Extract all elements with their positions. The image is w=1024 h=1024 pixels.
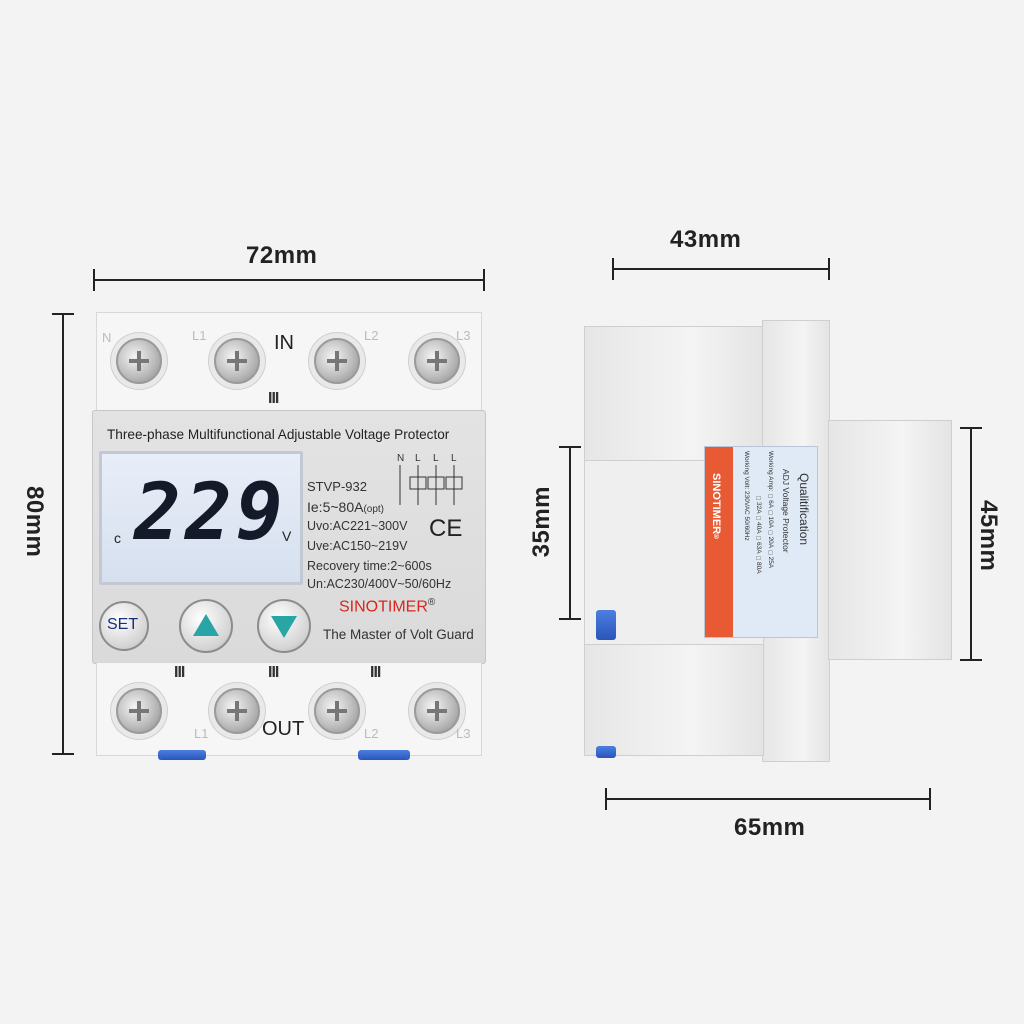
dimension-tick xyxy=(559,446,581,448)
dimension-tick xyxy=(960,427,982,429)
dimension-side-left: 35mm xyxy=(528,486,555,558)
terminal-screw-icon xyxy=(116,338,162,384)
front-panel: Three-phase Multifunctional Adjustable V… xyxy=(92,410,486,664)
wiring-schematic-icon xyxy=(399,465,463,505)
terminal-label: N xyxy=(102,330,112,345)
terminal-label: L1 xyxy=(194,726,209,741)
side-body-upper xyxy=(584,326,764,463)
dimension-tick xyxy=(828,258,830,280)
dimension-tick xyxy=(605,788,607,810)
dimension-tick xyxy=(559,618,581,620)
spec-current-range: Ie:5~80A xyxy=(307,499,364,515)
label-brand: SINOTIMER® xyxy=(710,473,722,541)
terminal-screw-icon xyxy=(214,338,260,384)
arrow-down-icon xyxy=(271,616,297,638)
din-clip xyxy=(158,750,206,760)
vent-slots: III xyxy=(370,664,381,681)
dimension-tick xyxy=(929,788,931,810)
dimension-tick xyxy=(612,258,614,280)
terminal-screw-icon xyxy=(214,688,260,734)
terminal-screw-icon xyxy=(116,688,162,734)
dimension-line-side-bottom xyxy=(606,798,930,800)
spec-uve: Uve:AC150~219V xyxy=(307,539,408,553)
ce-mark: CE xyxy=(429,515,463,542)
terminal-label: L1 xyxy=(192,328,207,343)
label-brand-name: SINOTIMER xyxy=(710,473,722,535)
set-button-label: SET xyxy=(107,616,139,633)
lcd-unit-right: V xyxy=(282,528,292,544)
dimension-tick xyxy=(93,269,95,291)
terminal-screw-icon xyxy=(314,338,360,384)
terminal-label: L2 xyxy=(364,328,379,343)
terminal-screw-icon xyxy=(414,688,460,734)
label-brand-mark: ® xyxy=(713,534,720,542)
label-subheading: ADJ Voltage Protector xyxy=(781,469,791,553)
label-volt-row: Working Volt: 230VAC 50/60Hz xyxy=(743,451,750,541)
vent-slots: III xyxy=(268,664,279,681)
label-heading: Qualitification xyxy=(797,473,811,546)
side-body-front xyxy=(828,420,952,660)
label-amp-label: Working Amp: xyxy=(767,451,774,492)
label-amp-row-2: □32A □40A □63A □80A xyxy=(755,495,762,574)
front-device: N L1 L2 L3 IN III Three-phase Multifunct… xyxy=(92,312,486,760)
brand-slogan: The Master of Volt Guard xyxy=(323,627,474,642)
side-body-lower xyxy=(584,644,764,756)
up-button[interactable] xyxy=(179,599,233,653)
dimension-line-front-height xyxy=(62,314,64,754)
spec-uvo: Uvo:AC221~300V xyxy=(307,519,408,533)
terminal-screw-icon xyxy=(414,338,460,384)
lcd-display: c 229 V xyxy=(99,451,303,585)
dimension-line-side-top xyxy=(613,268,829,270)
vent-slots: III xyxy=(268,390,279,407)
qualification-label: SINOTIMER® Qualitification ADJ Voltage P… xyxy=(704,446,818,638)
dimension-side-right: 45mm xyxy=(975,500,1002,572)
set-button[interactable]: SET xyxy=(99,601,149,651)
side-device: SINOTIMER® Qualitification ADJ Voltage P… xyxy=(584,320,954,762)
lcd-unit-left: c xyxy=(114,530,121,546)
dimension-side-bottom: 65mm xyxy=(734,814,806,841)
lcd-voltage-value: 229 xyxy=(134,468,287,558)
dimension-tick xyxy=(960,659,982,661)
wiring-label: N xyxy=(397,453,405,464)
spec-recovery: Recovery time:2~600s xyxy=(307,559,432,573)
dimension-tick xyxy=(483,269,485,291)
spec-current-opt: (opt) xyxy=(363,504,384,515)
terminal-caption-out: OUT xyxy=(262,718,305,740)
spec-model: STVP-932 xyxy=(307,479,367,494)
dimension-line-front-width xyxy=(94,279,484,281)
wiring-label: L xyxy=(433,453,439,464)
dimension-tick xyxy=(52,753,74,755)
dimension-line-side-right xyxy=(970,428,972,660)
vent-slots: III xyxy=(174,664,185,681)
arrow-up-icon xyxy=(193,614,219,636)
terminal-label: L2 xyxy=(364,726,379,741)
terminal-screw-icon xyxy=(314,688,360,734)
wiring-diagram: N L L L xyxy=(397,453,469,507)
label-volt-label: Working Volt: xyxy=(743,451,750,490)
dimension-tick xyxy=(52,313,74,315)
brand-logo: SINOTIMER® xyxy=(339,597,435,616)
wiring-label: L xyxy=(451,453,457,464)
brand-registered-mark: ® xyxy=(427,597,436,608)
terminal-caption-in: IN xyxy=(274,332,294,354)
dimension-front-height: 80mm xyxy=(21,486,48,558)
spec-rated: Un:AC230/400V~50/60Hz xyxy=(307,577,452,591)
din-clip xyxy=(358,750,410,760)
label-brand-strip xyxy=(705,447,733,637)
din-clip xyxy=(596,746,616,758)
din-clip xyxy=(596,610,616,640)
label-volt-value: 230VAC 50/60Hz xyxy=(743,491,750,541)
brand-name: SINOTIMER xyxy=(339,598,428,616)
dimension-front-width: 72mm xyxy=(246,242,318,269)
label-amp-row: Working Amp: □6A □10A □20A □25A xyxy=(767,451,774,568)
spec-current: Ie:5~80A(opt) xyxy=(307,499,384,515)
dimension-side-depth-top: 43mm xyxy=(670,226,742,253)
terminal-label: L3 xyxy=(456,328,471,343)
dimension-line-side-left xyxy=(569,447,571,619)
wiring-label: L xyxy=(415,453,421,464)
terminal-label: L3 xyxy=(456,726,471,741)
panel-title: Three-phase Multifunctional Adjustable V… xyxy=(107,427,450,442)
label-amp-options-1: □6A □10A □20A □25A xyxy=(767,493,774,569)
down-button[interactable] xyxy=(257,599,311,653)
